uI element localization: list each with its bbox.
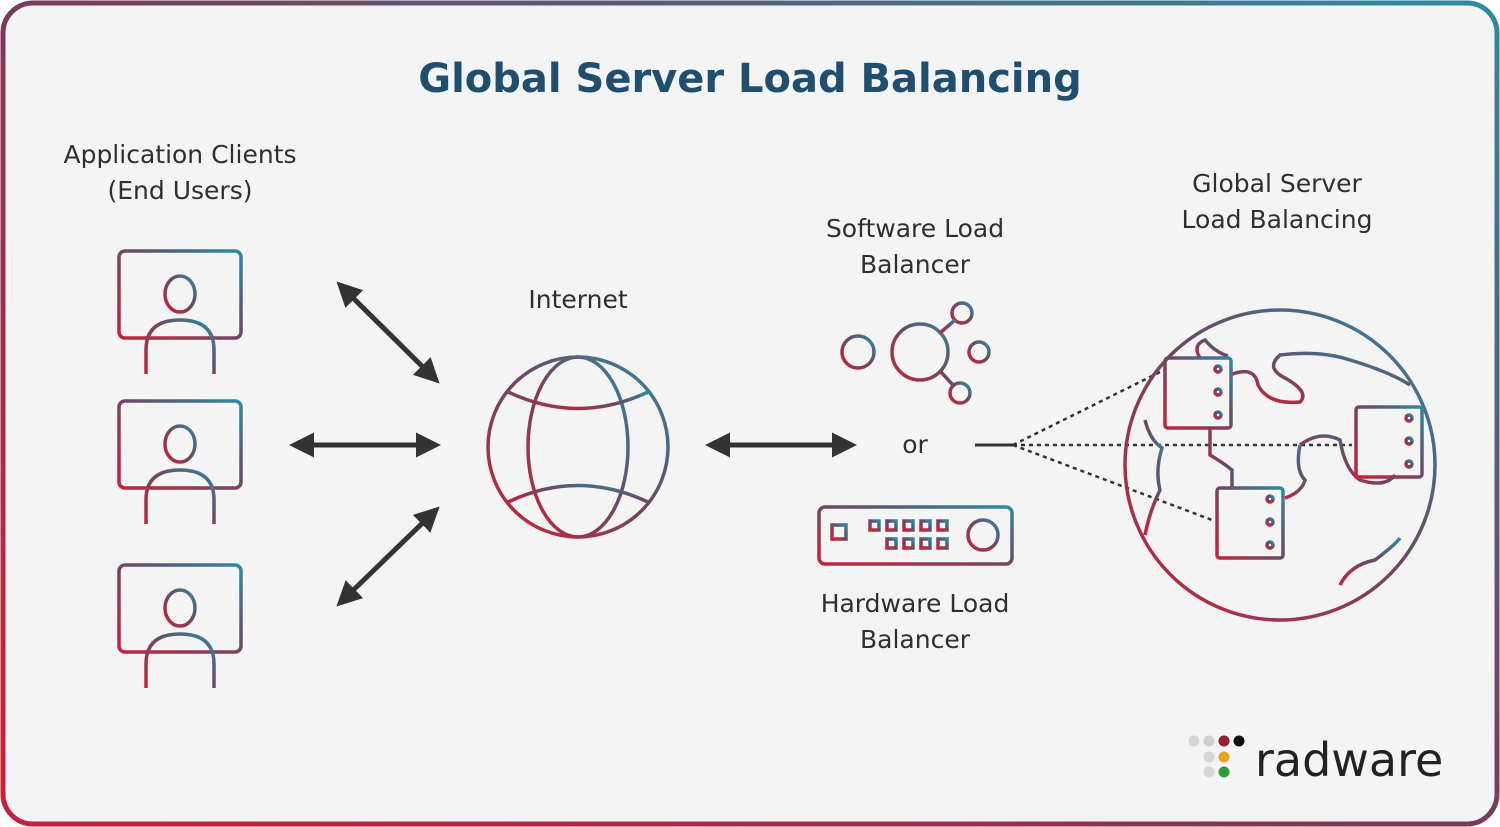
clients-label-line1: Application Clients (63, 140, 296, 169)
software-lb-icon (840, 301, 991, 405)
hardware-lb-label-line2: Balancer (860, 625, 971, 654)
globe-icon (486, 355, 670, 539)
gslb-label-line1: Global Server (1192, 169, 1362, 198)
arrow-client3-internet (336, 506, 440, 607)
radware-logo: radware (1188, 733, 1443, 787)
clients-label-line2: (End Users) (108, 176, 253, 205)
software-lb-label-line2: Balancer (860, 250, 971, 279)
brand-name: radware (1255, 733, 1443, 787)
distribution-lines (1012, 370, 1352, 522)
gslb-label-line2: Load Balancing (1182, 205, 1373, 234)
page-title: Global Server Load Balancing (418, 56, 1082, 102)
or-label: or (902, 430, 928, 459)
user-monitor-icon (117, 563, 243, 688)
internet-label: Internet (528, 285, 627, 314)
software-lb-label-line1: Software Load (826, 214, 1004, 243)
world-servers-icon (1123, 308, 1437, 622)
hardware-lb-label-line1: Hardware Load (821, 589, 1010, 618)
hardware-lb-icon (817, 505, 1014, 566)
arrow-client1-internet (336, 281, 440, 384)
user-monitor-icon (117, 249, 243, 374)
user-monitor-icon (117, 399, 243, 524)
